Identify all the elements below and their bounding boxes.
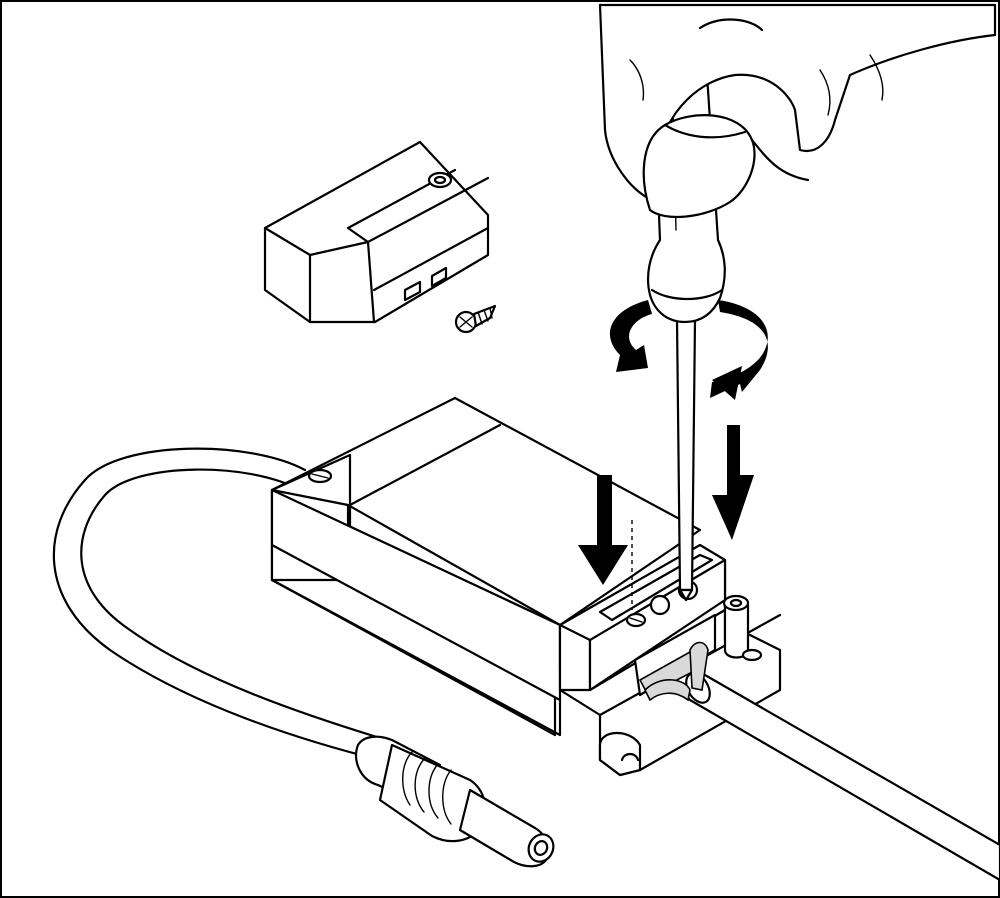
hand-icon <box>598 3 997 219</box>
arrow-down-icon <box>712 425 754 540</box>
supply-cable-icon <box>644 641 1000 882</box>
terminal-cover-icon <box>263 140 490 324</box>
dc-plug-icon <box>354 735 555 868</box>
screw-icon <box>454 304 497 334</box>
rotate-arrow-icon <box>609 300 768 400</box>
arrow-down-icon <box>578 475 628 585</box>
cable-icon <box>52 447 382 762</box>
